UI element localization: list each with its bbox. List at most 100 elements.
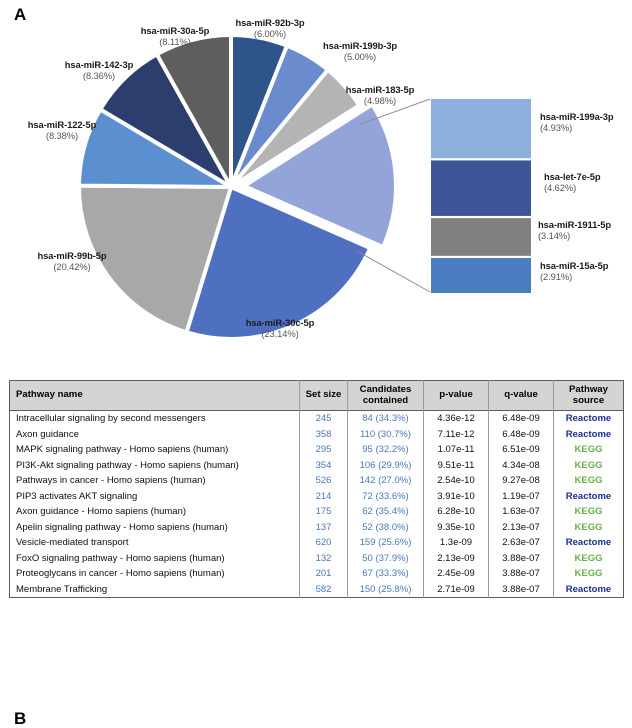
- cell-set-size: 245: [299, 410, 348, 427]
- cell-set-size: 137: [299, 519, 348, 535]
- cell-pathway-source: Reactome: [553, 410, 624, 427]
- cell-pathway-source: Reactome: [553, 426, 624, 442]
- pie-label-hsa-miR-30c-5p: hsa-miR-30c-5p (23.14%): [224, 317, 336, 339]
- cell-q-value: 1.19e-07: [488, 488, 554, 504]
- cell-candidates-contained: 72 (33.6%): [347, 488, 424, 504]
- cell-pathway-name: Axon guidance - Homo sapiens (human): [16, 506, 187, 517]
- panel-b-letter: B: [14, 709, 27, 728]
- pie-label-name: hsa-miR-142-3p: [64, 59, 134, 70]
- cell-p-value: 9.35e-10: [423, 519, 489, 535]
- cell-set-size: 214: [299, 488, 348, 504]
- cell-pathway-name: Proteoglycans in cancer - Homo sapiens (…: [16, 568, 225, 579]
- bar-segment-hsa-miR-15a-5p: [431, 258, 531, 293]
- col-header-candidates-contained: Candidates contained: [347, 380, 424, 411]
- pathway-table-container: Pathway name Set size Candidates contain…: [9, 380, 624, 598]
- bar-label-hsa-miR-15a-5p: hsa-miR-15a-5p (2.91%): [540, 260, 632, 282]
- cell-p-value: 4.36e-12: [423, 410, 489, 427]
- cell-pathway-source: KEGG: [553, 442, 624, 458]
- col-header-pathway-source: Pathway source: [553, 380, 624, 411]
- pie-label-hsa-miR-30a-5p: hsa-miR-30a-5p (8.11%): [120, 25, 230, 47]
- cell-set-size: 295: [299, 442, 348, 458]
- bar-segment-hsa-miR-199a-3p: [431, 99, 531, 159]
- cell-pathway-source: KEGG: [553, 473, 624, 489]
- callout-leader-lines: [356, 98, 431, 293]
- pie-slice-exploded-group: [241, 102, 398, 250]
- cell-candidates-contained: 142 (27.0%): [347, 473, 424, 489]
- cell-pathway-name: PIP3 activates AKT signaling: [16, 490, 138, 502]
- pie-label-name: hsa-miR-30a-5p: [140, 25, 210, 36]
- cell-p-value: 7.11e-12: [423, 426, 489, 442]
- pathway-table: Pathway name Set size Candidates contain…: [9, 380, 624, 598]
- col-header-source-line1: Pathway: [569, 383, 608, 395]
- cell-p-value: 9.51e-11: [423, 457, 489, 473]
- pie-label-percent: (20.42%): [53, 260, 91, 272]
- pie-slice-group: [77, 33, 398, 341]
- panel-b: B Pathway name Set size Candidates conta…: [0, 352, 632, 727]
- cell-p-value: 2.13e-09: [423, 550, 489, 566]
- col-header-candidates-line1: Candidates: [359, 383, 412, 395]
- cell-p-value: 1.3e-09: [423, 535, 489, 551]
- cell-pathway-source: KEGG: [553, 504, 624, 520]
- cell-q-value: 9.27e-08: [488, 473, 554, 489]
- table-row: MAPK signaling pathway - Homo sapiens (h…: [10, 442, 624, 458]
- pathway-table-head: Pathway name Set size Candidates contain…: [9, 380, 624, 411]
- pie-label-percent: (8.38%): [45, 129, 79, 141]
- cell-pathway-source: Reactome: [553, 488, 624, 504]
- cell-pathway-source: KEGG: [553, 457, 624, 473]
- pathway-table-body: Intracellular signaling by second messen…: [10, 410, 624, 598]
- pie-label-percent: (8.36%): [82, 69, 116, 81]
- panel-a: A hsa-miR-30a-5p (8.11%) hsa-miR-92b-3p …: [0, 0, 632, 352]
- pie-slice-hsa-miR-99b-5p: [77, 183, 233, 335]
- pie-label-percent: (8.11%): [159, 35, 191, 47]
- cell-candidates-contained: 106 (29.9%): [347, 457, 424, 473]
- cell-pathway-source: Reactome: [553, 581, 624, 598]
- col-header-q-value: q-value: [488, 380, 554, 411]
- col-header-set-size: Set size: [299, 380, 348, 411]
- cell-set-size: 132: [299, 550, 348, 566]
- cell-q-value: 1.63e-07: [488, 504, 554, 520]
- cell-candidates-contained: 95 (32.2%): [347, 442, 424, 458]
- table-row: Apelin signaling pathway - Homo sapiens …: [10, 519, 624, 535]
- table-row: Proteoglycans in cancer - Homo sapiens (…: [10, 566, 624, 582]
- pie-label-name: hsa-miR-99b-5p: [37, 250, 107, 261]
- cell-pathway-name: PI3K-Akt signaling pathway - Homo sapien…: [16, 459, 239, 471]
- pie-label-hsa-miR-92b-3p: hsa-miR-92b-3p (6.00%): [218, 17, 322, 39]
- bar-label-percent: (2.91%): [540, 270, 573, 282]
- pie-label-hsa-miR-183-5p: hsa-miR-183-5p (4.98%): [328, 84, 432, 106]
- table-row: PI3K-Akt signaling pathway - Homo sapien…: [10, 457, 624, 473]
- cell-set-size: 358: [299, 426, 348, 442]
- pie-label-name: hsa-miR-30c-5p: [245, 317, 315, 328]
- col-header-source-line2: source: [572, 394, 605, 406]
- stacked-bar-group: [431, 99, 531, 293]
- cell-q-value: 6.48e-09: [488, 426, 554, 442]
- pie-slice-hsa-miR-30c-5p: [184, 185, 373, 341]
- pie-label-percent: (6.00%): [253, 27, 287, 39]
- cell-pathway-name: FoxO signaling pathway - Homo sapiens (h…: [16, 552, 225, 564]
- bar-label-name: hsa-let-7e-5p: [544, 171, 601, 182]
- cell-q-value: 6.48e-09: [488, 410, 554, 427]
- cell-pathway-source: KEGG: [553, 519, 624, 535]
- cell-p-value: 2.54e-10: [423, 473, 489, 489]
- cell-q-value: 4.34e-08: [488, 457, 554, 473]
- cell-pathway-name: MAPK signaling pathway - Homo sapiens (h…: [16, 444, 229, 455]
- leader-line-top: [360, 98, 431, 125]
- pie-label-name: hsa-miR-92b-3p: [235, 17, 305, 28]
- pie-label-hsa-miR-199b-3p: hsa-miR-199b-3p (5.00%): [305, 40, 415, 62]
- cell-p-value: 2.45e-09: [423, 566, 489, 582]
- bar-label-name: hsa-miR-199a-3p: [540, 111, 614, 122]
- bar-label-hsa-miR-199a-3p: hsa-miR-199a-3p (4.93%): [540, 111, 632, 133]
- panel-a-letter: A: [14, 5, 27, 24]
- pie-slice-hsa-miR-30a-5p: [154, 33, 233, 189]
- bar-label-percent: (4.62%): [544, 181, 577, 193]
- cell-p-value: 2.71e-09: [423, 581, 489, 598]
- table-row: Pathways in cancer - Homo sapiens (human…: [10, 473, 624, 489]
- cell-set-size: 526: [299, 473, 348, 489]
- cell-q-value: 3.88e-07: [488, 550, 554, 566]
- bar-label-name: hsa-miR-1911-5p: [538, 219, 612, 230]
- pie-label-name: hsa-miR-199b-3p: [322, 40, 398, 51]
- cell-pathway-name: Pathways in cancer - Homo sapiens (human…: [16, 475, 206, 486]
